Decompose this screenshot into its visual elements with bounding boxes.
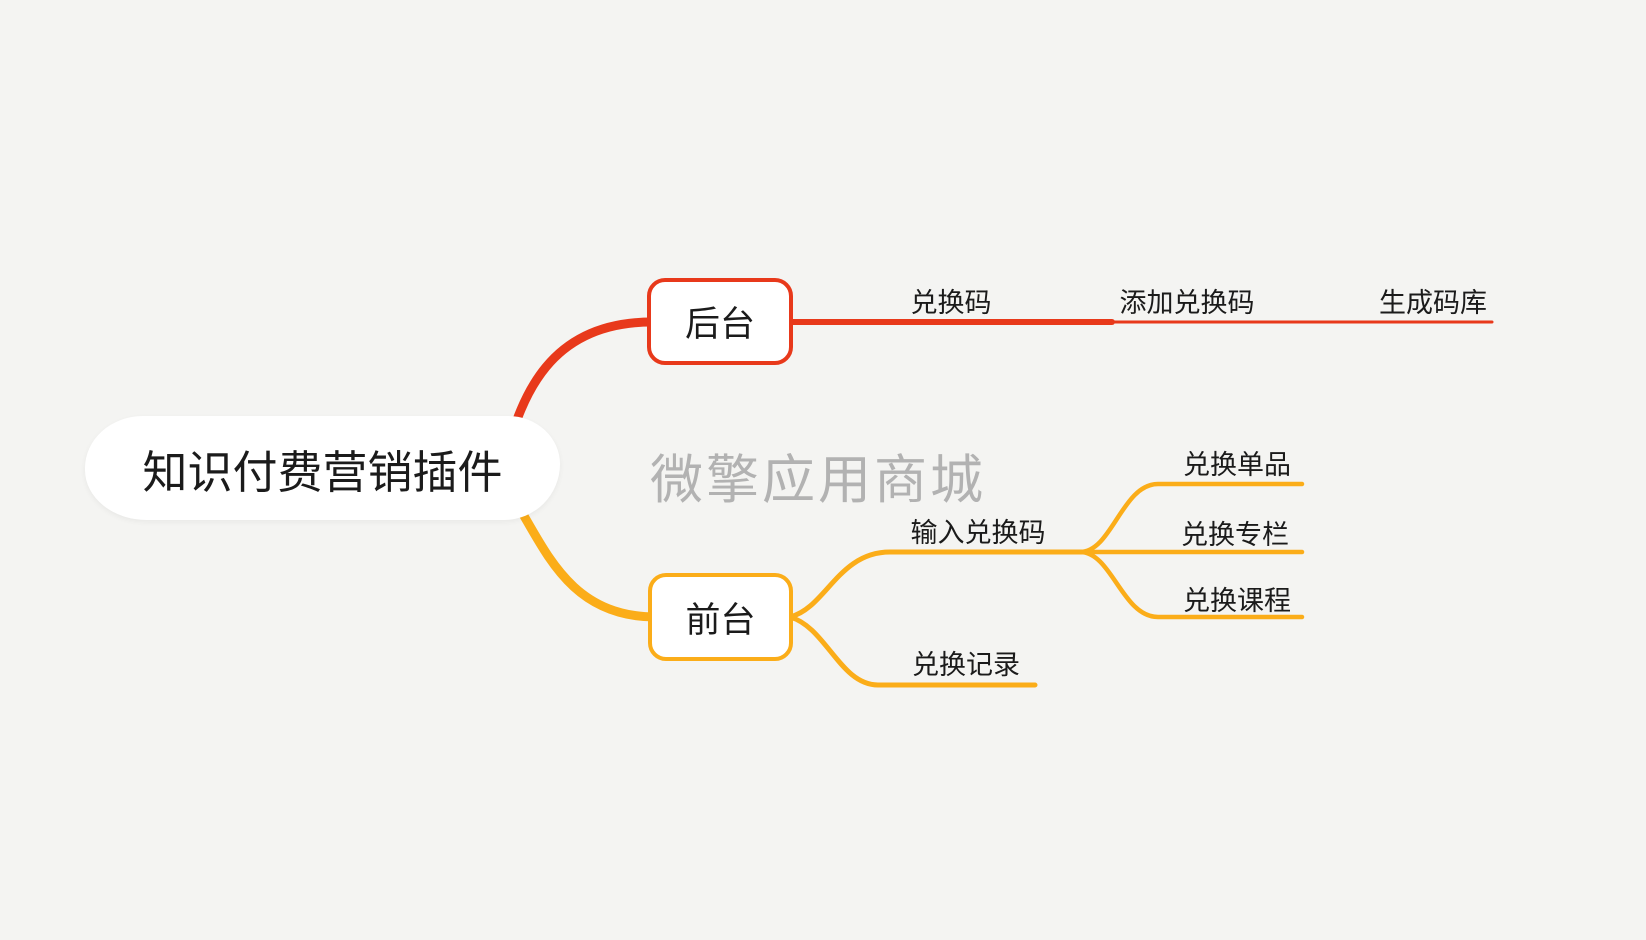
connector-input-to-single (1077, 481, 1305, 555)
root-topic[interactable]: 知识付费营销插件 (85, 416, 560, 520)
topic-enter-redeem-code[interactable]: 输入兑换码 (910, 518, 1046, 548)
topic-frontend[interactable]: 前台 (648, 573, 793, 661)
topic-add-redeem-code[interactable]: 添加兑换码 (1119, 288, 1255, 318)
topic-redeem-single-item[interactable]: 兑换单品 (1183, 450, 1291, 480)
connector-frontend-to-record (787, 614, 1038, 688)
topic-backend[interactable]: 后台 (647, 278, 793, 365)
topic-redeem-column[interactable]: 兑换专栏 (1181, 520, 1289, 550)
topic-redeem-code[interactable]: 兑换码 (910, 288, 992, 318)
topic-redeem-course[interactable]: 兑换课程 (1183, 586, 1291, 616)
watermark: 微擎应用商城 (650, 451, 986, 510)
connector-input-to-course (1077, 549, 1305, 620)
topic-redeem-record[interactable]: 兑换记录 (912, 650, 1020, 680)
connector-frontend-to-input (787, 549, 1085, 620)
topic-generate-code-library[interactable]: 生成码库 (1379, 288, 1487, 318)
